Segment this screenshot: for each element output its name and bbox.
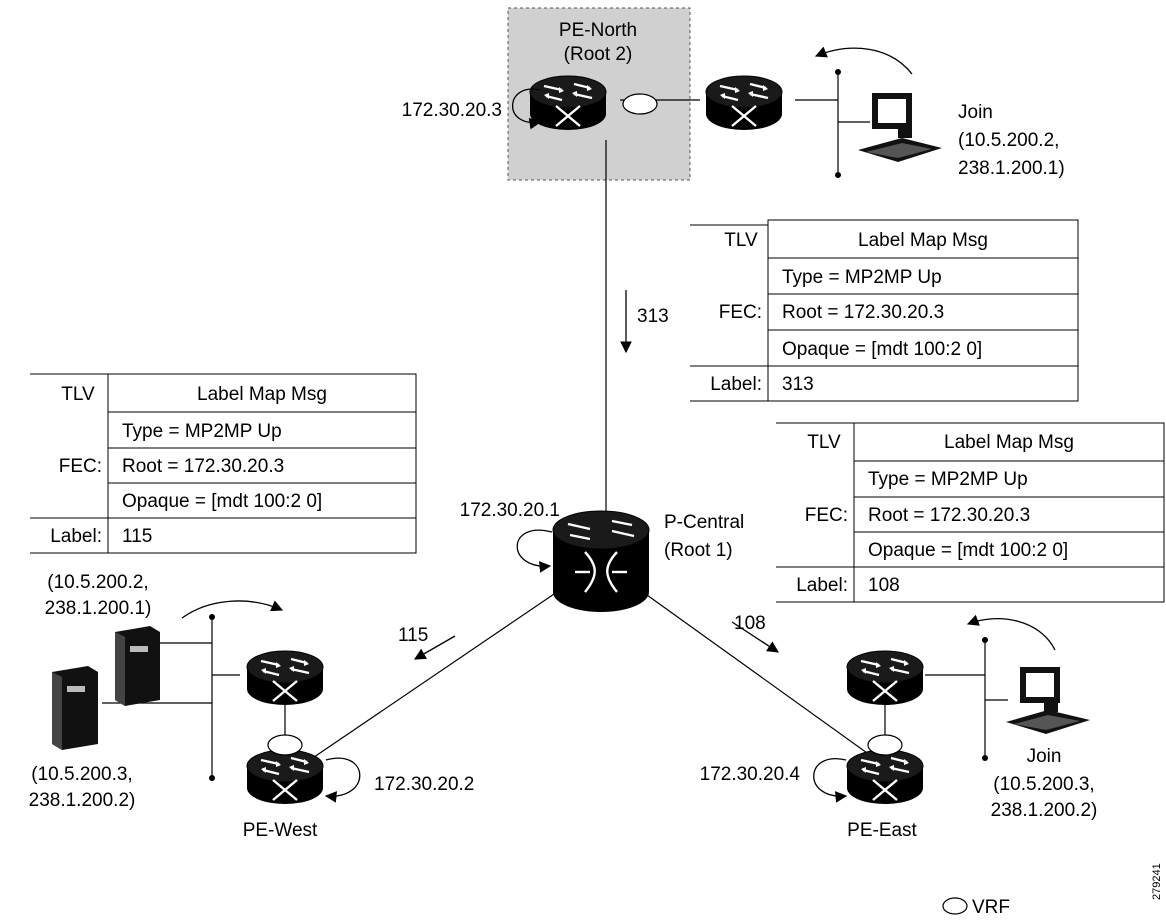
pe-north-join: Join: [958, 102, 993, 123]
links: [102, 72, 1008, 778]
east-link-label: 108: [734, 613, 766, 634]
figure-id: 279241: [1151, 863, 1163, 900]
msg-header: Label Map Msg: [197, 384, 327, 405]
router-icon: [845, 748, 925, 806]
router-icon: [845, 649, 925, 707]
msg-header: Label Map Msg: [858, 230, 988, 251]
fec-root: Root = 172.30.20.3: [782, 302, 944, 323]
pe-west-source-bottom-1: (10.5.200.3,: [31, 764, 132, 785]
router-icon: [528, 74, 608, 132]
fec-label: FEC:: [805, 505, 848, 526]
tlv-header: TLV: [61, 384, 95, 405]
msg-header: Label Map Msg: [944, 432, 1074, 453]
pe-north-name: PE-North: [559, 20, 637, 41]
vrf-icon: [867, 734, 903, 756]
label-value: 313: [782, 374, 814, 395]
label-key: Label:: [50, 526, 102, 547]
north-link-label: 313: [637, 306, 669, 327]
label-value: 108: [868, 575, 900, 596]
pc-icon: [1006, 667, 1090, 734]
pc-icon: [858, 93, 942, 162]
pe-east-join: Join: [1027, 746, 1062, 767]
label-key: Label:: [796, 575, 848, 596]
fec-root: Root = 172.30.20.3: [122, 456, 284, 477]
join-arrows: [181, 46, 1056, 651]
label-map-table: TLV Label Map Msg Type = MP2MP Up FEC: R…: [776, 422, 1165, 603]
pe-east-name: PE-East: [847, 820, 917, 841]
fec-type: Type = MP2MP Up: [868, 469, 1028, 490]
pe-west-source-top-2: 238.1.200.1): [45, 598, 152, 619]
label-key: Label:: [710, 374, 762, 395]
p-central-name: P-Central: [664, 512, 744, 533]
tlv-header: TLV: [724, 230, 758, 251]
vrf-icon: [267, 734, 303, 756]
fec-root: Root = 172.30.20.3: [868, 505, 1030, 526]
fec-type: Type = MP2MP Up: [782, 267, 942, 288]
pe-east-join-group: 238.1.200.2): [991, 800, 1098, 821]
fec-opaque: Opaque = [mdt 100:2 0]: [122, 491, 322, 512]
legend-vrf-label: VRF: [972, 897, 1010, 918]
pe-west-name: PE-West: [243, 820, 318, 841]
west-link-label: 115: [398, 625, 428, 646]
label-value: 115: [122, 526, 152, 547]
server-icon: [115, 626, 160, 706]
pe-north-address: 172.30.20.3: [402, 100, 502, 121]
fec-opaque: Opaque = [mdt 100:2 0]: [782, 339, 982, 360]
p-central-root: (Root 1): [664, 540, 733, 561]
server-icon: [52, 666, 98, 750]
pe-north-root: (Root 2): [564, 44, 633, 65]
self-loop-arrows: [324, 88, 848, 803]
pe-east-join-source: (10.5.200.3,: [993, 774, 1094, 795]
fec-opaque: Opaque = [mdt 100:2 0]: [868, 540, 1068, 561]
p-central-address: 172.30.20.1: [460, 500, 560, 521]
pe-west-address: 172.30.20.2: [374, 774, 474, 795]
fec-label: FEC:: [719, 302, 762, 323]
label-map-table: TLV Label Map Msg Type = MP2MP Up FEC: R…: [690, 219, 1079, 402]
fec-type: Type = MP2MP Up: [122, 421, 282, 442]
pe-north-join-group: 238.1.200.1): [958, 158, 1065, 179]
router-icon: [552, 510, 650, 612]
pe-west-source-top-1: (10.5.200.2,: [47, 572, 148, 593]
label-direction-arrows: [413, 290, 779, 660]
router-icon: [245, 649, 325, 707]
legend: VRF: [942, 897, 1010, 918]
router-icon: [245, 748, 325, 806]
vrf-icon: [942, 897, 968, 915]
fec-label: FEC:: [59, 456, 102, 477]
vrf-icon: [622, 93, 658, 115]
pe-west-source-bottom-2: 238.1.200.2): [29, 790, 136, 811]
pe-north-join-source: (10.5.200.2,: [958, 130, 1059, 151]
pe-east-address: 172.30.20.4: [700, 764, 801, 785]
router-icon: [704, 74, 784, 132]
tlv-header: TLV: [807, 432, 841, 453]
label-map-table: TLV Label Map Msg Type = MP2MP Up FEC: R…: [30, 373, 417, 554]
